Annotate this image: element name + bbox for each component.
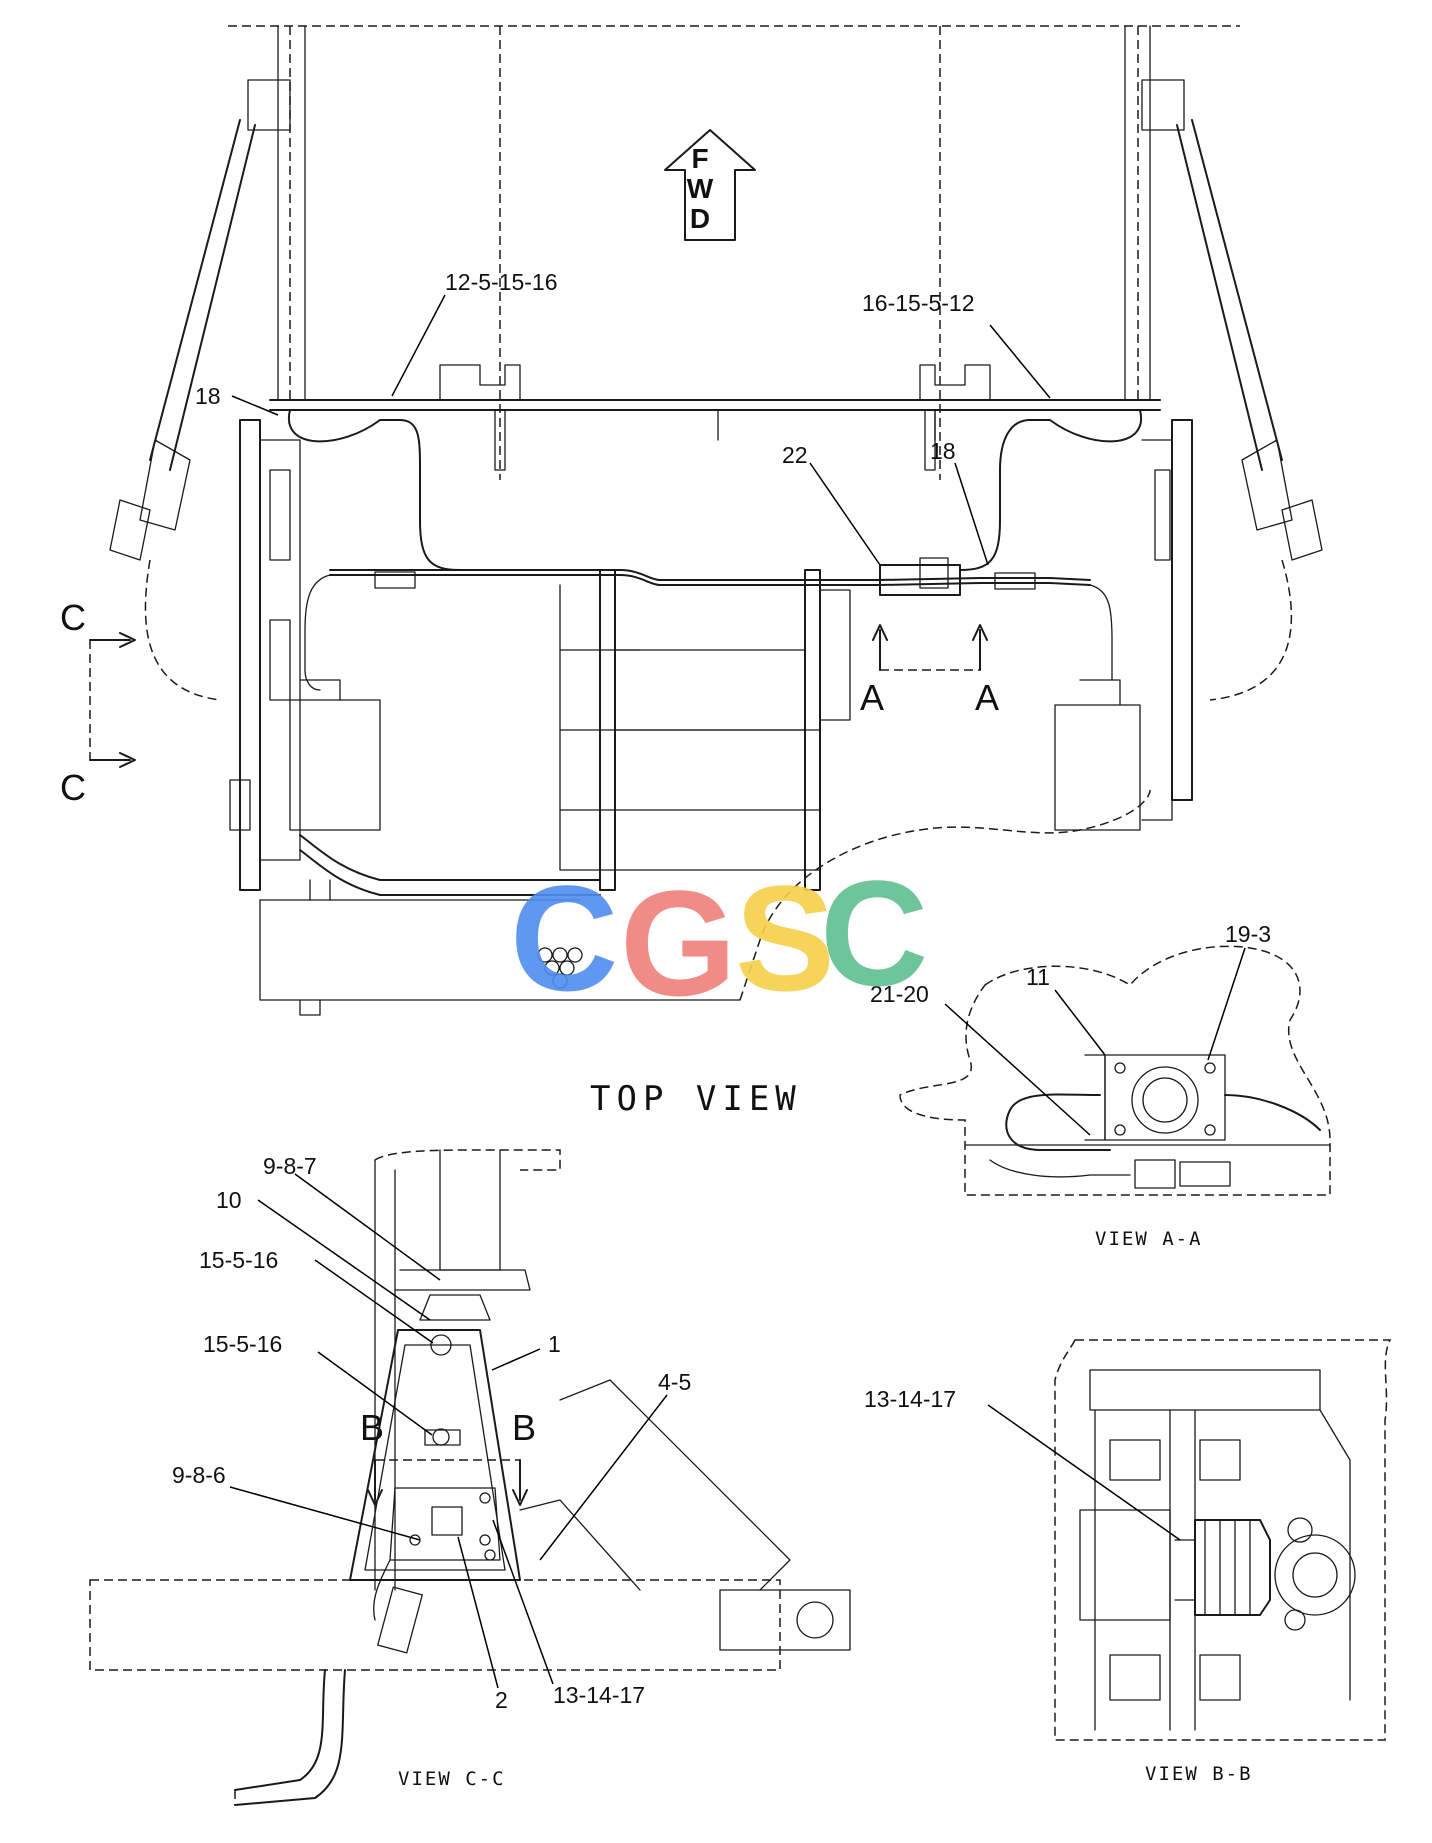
callout-1: 1: [548, 1331, 561, 1357]
callout-21-20: 21-20: [870, 981, 929, 1007]
fwd-letter-f: F: [691, 143, 708, 174]
view-c-c: B B 9-8-7 10 15-5-16 15-5-16 1 4-5 9-8-6: [89, 1149, 851, 1806]
callout-15-5-16-upper: 15-5-16: [199, 1247, 278, 1273]
section-mark-a-right: A: [975, 677, 999, 718]
callout-11: 11: [1026, 964, 1050, 990]
callout-2: 2: [495, 1687, 508, 1713]
top-view: F W D: [60, 25, 1323, 1119]
callout-18-right: 18: [930, 438, 956, 464]
fwd-arrow-icon: F W D: [664, 129, 756, 241]
callout-18-left: 18: [195, 383, 221, 409]
callout-15-5-16-lower: 15-5-16: [203, 1331, 282, 1357]
callout-16-15-5-12: 16-15-5-12: [862, 290, 975, 316]
fwd-letter-w: W: [687, 173, 714, 204]
callout-22: 22: [782, 442, 808, 468]
view-a-a-title: VIEW A-A: [1095, 1228, 1203, 1250]
view-b-b-title: VIEW B-B: [1145, 1763, 1253, 1785]
fwd-letter-d: D: [690, 203, 710, 234]
section-mark-b-right: B: [512, 1407, 536, 1448]
view-a-a: 11 19-3 21-20 VIEW A-A: [870, 921, 1331, 1250]
right-lift-arm: [1141, 79, 1323, 701]
callout-4-5: 4-5: [658, 1369, 691, 1395]
watermark-letter-3: S: [735, 854, 835, 1022]
callout-9-8-6: 9-8-6: [172, 1462, 226, 1488]
view-b-b: 13-14-17 VIEW B-B: [864, 1339, 1392, 1785]
section-mark-a-left: A: [860, 677, 884, 718]
callout-13-14-17-view-bb: 13-14-17: [864, 1386, 956, 1412]
section-mark-c-bottom: C: [60, 767, 86, 808]
callout-9-8-7: 9-8-7: [263, 1153, 317, 1179]
watermark-logo: C G S C: [510, 849, 928, 1027]
callout-12-5-15-16: 12-5-15-16: [445, 269, 558, 295]
logo-mark-icon: [537, 947, 583, 989]
section-mark-c-top: C: [60, 597, 86, 638]
view-c-c-title: VIEW C-C: [398, 1768, 506, 1790]
left-lift-arm: [109, 79, 291, 701]
callout-10: 10: [216, 1187, 242, 1213]
section-mark-b-left: B: [360, 1407, 384, 1448]
watermark-letter-4: C: [820, 849, 928, 1017]
watermark-letter-1: C: [510, 854, 618, 1022]
callout-19-3: 19-3: [1225, 921, 1271, 947]
watermark-letter-2: G: [620, 859, 737, 1027]
callout-13-14-17-view-cc: 13-14-17: [553, 1682, 645, 1708]
top-view-title: TOP VIEW: [590, 1079, 802, 1119]
